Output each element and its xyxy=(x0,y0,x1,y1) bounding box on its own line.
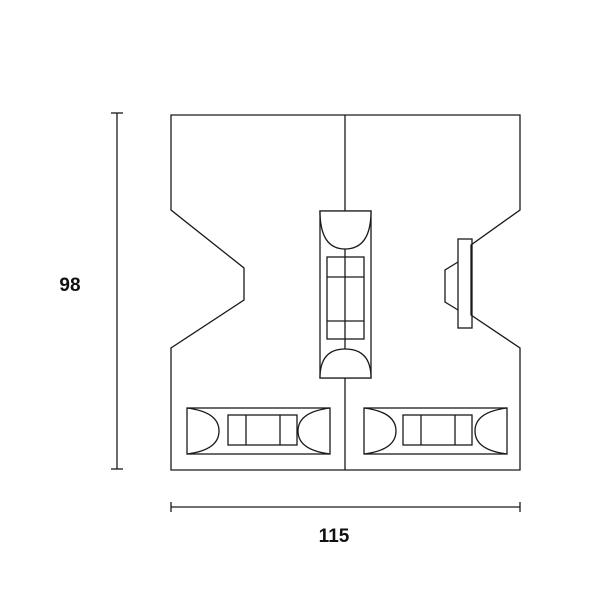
bottom-left-reflector xyxy=(186,407,331,455)
height-dimension-label: 98 xyxy=(59,275,81,296)
side-reflector xyxy=(444,238,473,329)
width-dimension-label: 115 xyxy=(318,526,350,547)
width-dimension-line xyxy=(170,502,521,512)
height-dimension-line xyxy=(111,112,123,470)
body-outline xyxy=(170,114,521,471)
bottom-right-reflector xyxy=(363,407,508,455)
vertical-reflector xyxy=(319,210,372,379)
